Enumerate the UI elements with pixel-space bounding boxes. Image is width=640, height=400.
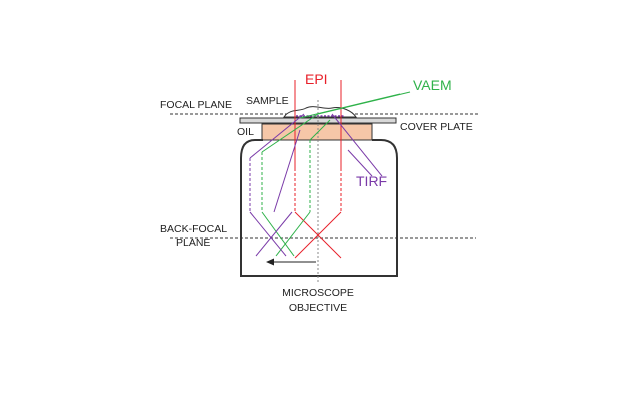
oil-label: OIL bbox=[237, 126, 254, 138]
oil-layer bbox=[261, 123, 373, 141]
tirf-label: TIRF bbox=[356, 173, 387, 189]
objective-body bbox=[240, 139, 398, 277]
tirf-rays bbox=[249, 113, 383, 257]
back-focal-label-line2: PLANE bbox=[176, 237, 210, 249]
direction-arrow bbox=[266, 258, 316, 266]
sample-label: SAMPLE bbox=[246, 95, 289, 107]
focal-plane-label: FOCAL PLANE bbox=[160, 99, 232, 111]
tirf-leader bbox=[347, 149, 373, 177]
epi-rays bbox=[294, 80, 342, 259]
cover-plate-label: COVER PLATE bbox=[400, 121, 473, 133]
objective-label-line2: OBJECTIVE bbox=[289, 302, 347, 314]
back-focal-label-line1: BACK-FOCAL bbox=[160, 223, 227, 235]
vaem-label: VAEM bbox=[413, 77, 452, 93]
vaem-rays bbox=[261, 91, 411, 257]
epi-label: EPI bbox=[305, 71, 328, 87]
objective-label-line1: MICROSCOPE bbox=[282, 287, 354, 299]
